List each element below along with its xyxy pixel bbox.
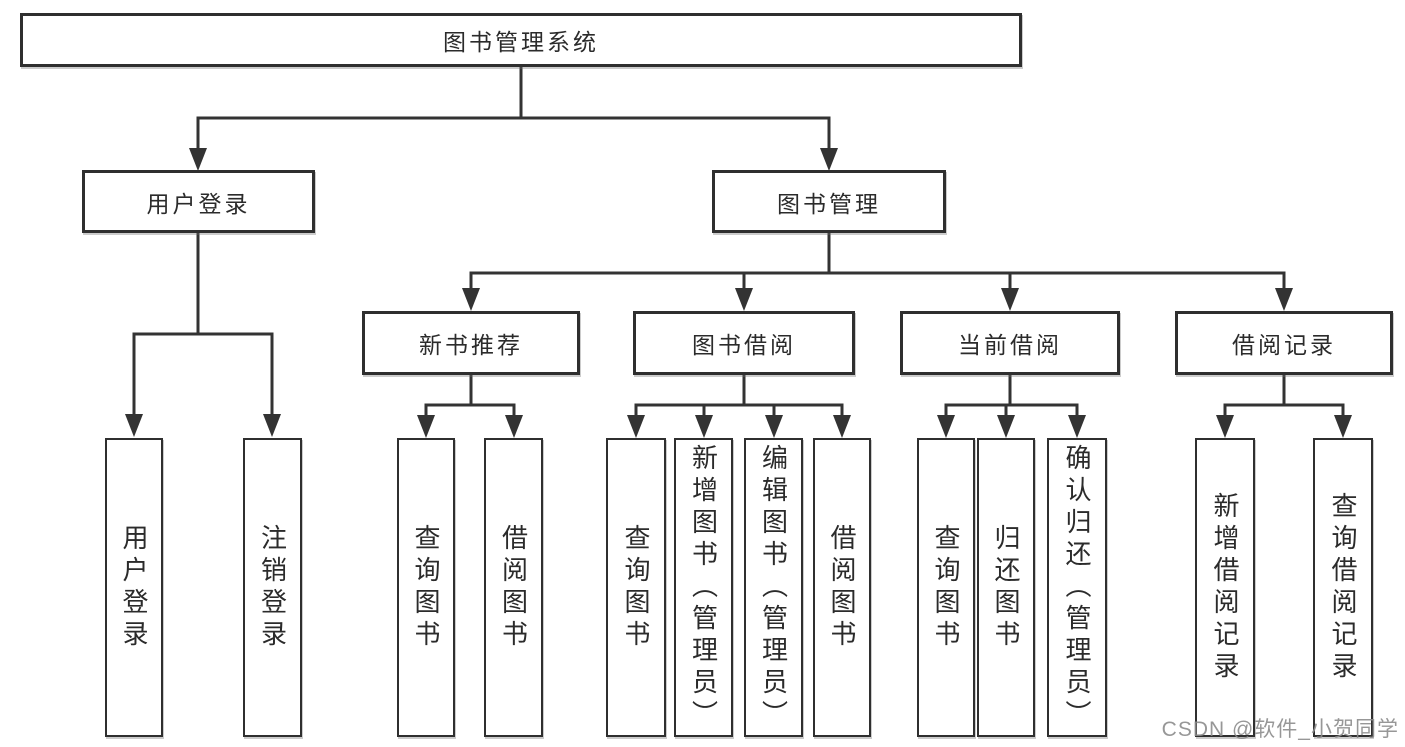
- arrowhead-down-icon: [997, 415, 1015, 438]
- arrowhead-down-icon: [417, 415, 435, 438]
- node-leaf-confirm-return-admin: 确认归还（管理员）: [1047, 438, 1107, 737]
- connector-book-borrow-to-children: [634, 373, 844, 419]
- arrowhead-down-icon: [1334, 415, 1352, 438]
- node-user-login: 用户登录: [82, 170, 315, 233]
- arrowhead-down-icon: [263, 414, 281, 437]
- arrowhead-down-icon: [627, 415, 645, 438]
- connector-book-mgmt-to-level3: [469, 231, 1286, 292]
- arrowhead-down-icon: [1068, 415, 1086, 438]
- node-leaf-search-books-current: 查询图书: [917, 438, 975, 737]
- node-leaf-search-books-recommend: 查询图书: [397, 438, 455, 737]
- node-leaf-user-login: 用户登录: [105, 438, 163, 737]
- csdn-watermark: CSDN @软件_小贺同学: [1161, 718, 1399, 741]
- arrowhead-down-icon: [505, 415, 523, 438]
- arrowhead-down-icon: [833, 415, 851, 438]
- arrowhead-down-icon: [735, 288, 753, 311]
- node-leaf-borrow-books: 借阅图书: [813, 438, 871, 737]
- arrowhead-down-icon: [189, 148, 207, 171]
- arrowhead-down-icon: [1001, 288, 1019, 311]
- node-leaf-return-books: 归还图书: [977, 438, 1035, 737]
- node-leaf-logout: 注销登录: [243, 438, 302, 737]
- node-book-borrowing: 图书借阅: [633, 311, 855, 375]
- node-leaf-add-borrow-record: 新增借阅记录: [1195, 438, 1255, 737]
- arrowhead-down-icon: [462, 288, 480, 311]
- arrowhead-down-icon: [1275, 288, 1293, 311]
- node-leaf-search-books-borrow: 查询图书: [606, 438, 666, 737]
- connector-root-to-level2: [196, 65, 831, 152]
- node-leaf-edit-books-admin: 编辑图书（管理员）: [744, 438, 803, 737]
- arrowhead-down-icon: [1216, 415, 1234, 438]
- arrowhead-down-icon: [125, 414, 143, 437]
- node-leaf-search-borrow-record: 查询借阅记录: [1313, 438, 1373, 737]
- node-borrowing-records: 借阅记录: [1175, 311, 1393, 375]
- node-leaf-borrow-books-recommend: 借阅图书: [484, 438, 543, 737]
- node-new-book-recommendation: 新书推荐: [362, 311, 580, 375]
- connector-new-books-to-children: [424, 373, 516, 419]
- node-root-system: 图书管理系统: [20, 13, 1022, 67]
- connector-current-borrow-to-children: [944, 373, 1079, 419]
- arrowhead-down-icon: [695, 415, 713, 438]
- arrowhead-down-icon: [820, 148, 838, 171]
- connector-user-login-to-children: [132, 231, 274, 418]
- node-book-management: 图书管理: [712, 170, 946, 233]
- connector-borrow-records-to-children: [1223, 373, 1345, 419]
- node-leaf-add-books-admin: 新增图书（管理员）: [674, 438, 733, 737]
- node-current-borrowing: 当前借阅: [900, 311, 1120, 375]
- arrowhead-down-icon: [937, 415, 955, 438]
- arrowhead-down-icon: [765, 415, 783, 438]
